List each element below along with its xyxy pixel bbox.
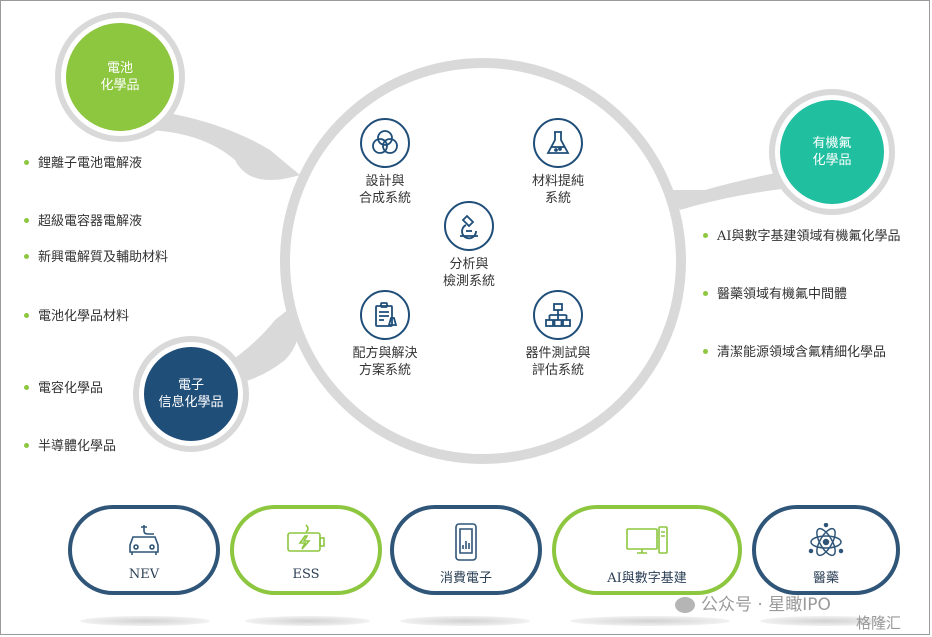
wechat-icon xyxy=(675,597,695,613)
application-label: 醫藥 xyxy=(812,571,839,586)
flask-icon xyxy=(533,118,583,168)
system-design-synthesis: 設計與 合成系統 xyxy=(330,118,440,207)
watermark-wechat: 公众号 · 星瞰IPO xyxy=(675,590,831,615)
list-item-fluorine-2: 清潔能源領域含氟精細化學品 xyxy=(703,341,886,360)
system-label: 設計與 合成系統 xyxy=(358,174,411,206)
category-battery: 電池 化學品 xyxy=(66,23,174,131)
electric-car-icon xyxy=(72,523,216,557)
application-ai-digital-infrastructure: AI與數字基建 xyxy=(552,505,742,595)
battery-bolt-icon xyxy=(234,523,378,557)
system-analysis-testing: 分析與 檢測系統 xyxy=(414,201,524,290)
system-purification: 材料提純 系統 xyxy=(503,118,613,207)
application-ess: ESS xyxy=(230,505,382,595)
list-item-electronic-0: 電容化學品 xyxy=(24,377,103,396)
connector-electronic xyxy=(225,300,301,385)
app-shadow xyxy=(760,616,890,626)
system-device-testing: 器件測試與 評估系統 xyxy=(503,290,613,379)
application-label: NEV xyxy=(128,567,160,582)
venn-circles-icon xyxy=(360,118,410,168)
system-label: 配方與解決 方案系統 xyxy=(352,346,418,378)
monitor-icon xyxy=(556,523,738,559)
connector-battery xyxy=(140,110,300,180)
list-item-battery-2: 新興電解質及輔助材料 xyxy=(24,246,168,265)
application-label: 消費電子 xyxy=(439,571,492,586)
smartphone-icon xyxy=(394,523,538,561)
atom-icon xyxy=(756,523,896,561)
system-label: 器件測試與 評估系統 xyxy=(525,346,591,378)
system-label: 材料提純 系統 xyxy=(531,174,584,206)
list-item-battery-0: 鋰離子電池電解液 xyxy=(24,152,142,171)
list-item-battery-3: 電池化學品材料 xyxy=(24,305,129,324)
system-formulation-solution: 配方與解決 方案系統 xyxy=(330,290,440,379)
app-shadow xyxy=(245,616,370,626)
application-pharmaceutical: 醫藥 xyxy=(752,505,900,595)
system-label: 分析與 檢測系統 xyxy=(442,257,495,289)
clipboard-icon xyxy=(360,290,410,340)
application-nev: NEV xyxy=(68,505,220,595)
application-label: AI與數字基建 xyxy=(607,571,687,586)
category-fluorine: 有機氟 化學品 xyxy=(780,100,884,204)
application-consumer-electronics: 消費電子 xyxy=(390,505,542,595)
list-item-electronic-1: 半導體化學品 xyxy=(24,435,116,454)
microscope-icon xyxy=(444,201,494,251)
list-item-fluorine-1: 醫藥領域有機氟中間體 xyxy=(703,283,847,302)
list-item-battery-1: 超級電容器電解液 xyxy=(24,210,142,229)
hierarchy-icon xyxy=(533,290,583,340)
application-label: ESS xyxy=(292,567,320,582)
list-item-fluorine-0: AI與數字基建領域有機氟化學品 xyxy=(703,225,901,244)
app-shadow xyxy=(400,616,530,626)
category-electronic: 電子 信息化學品 xyxy=(144,347,238,441)
watermark-gelonghui: 格隆汇 xyxy=(856,614,902,632)
app-shadow xyxy=(570,616,730,626)
connector-fluorine xyxy=(670,170,790,210)
app-shadow xyxy=(80,616,210,626)
